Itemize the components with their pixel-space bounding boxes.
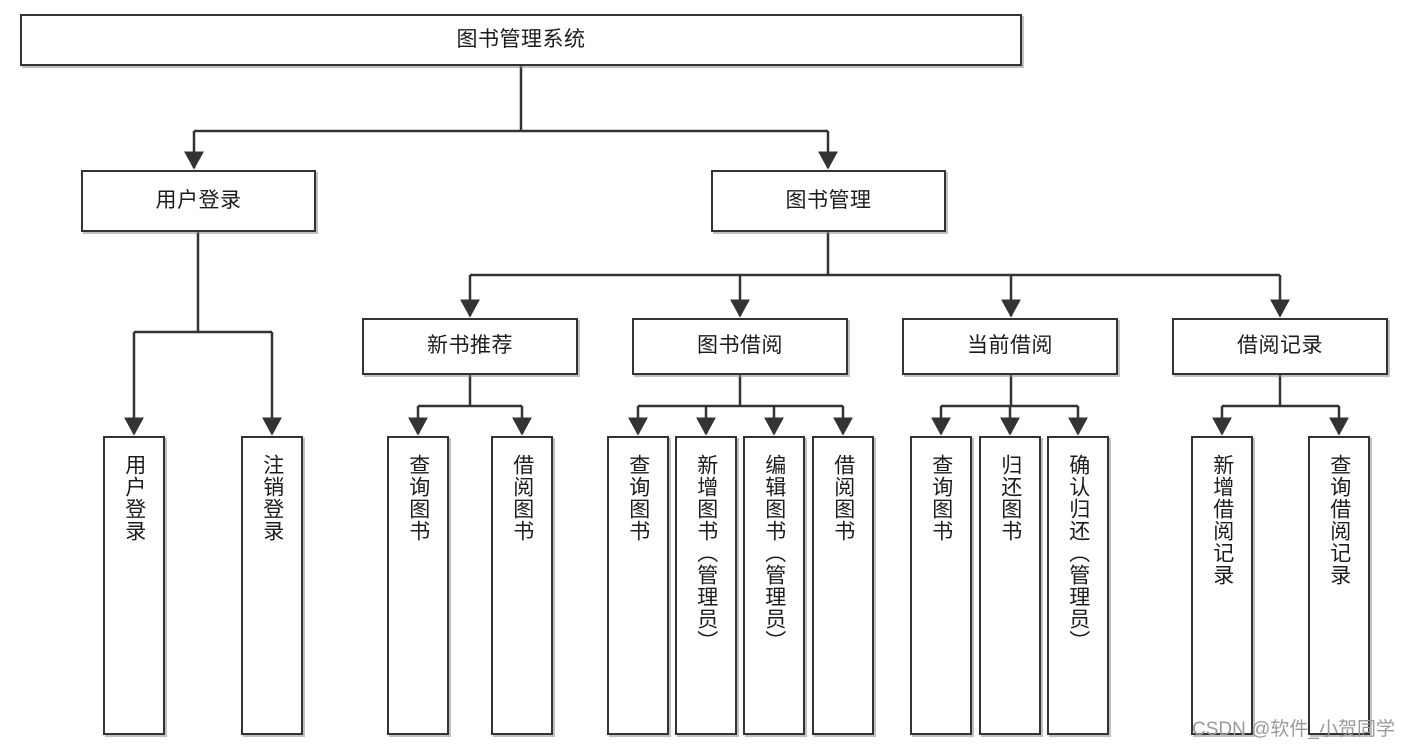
- node-label: 借阅记录: [1237, 334, 1323, 358]
- node-leaf-user-login[interactable]: 用户登录: [103, 436, 165, 735]
- node-label: 归还图书: [998, 454, 1022, 542]
- node-label: 新增借阅记录: [1210, 454, 1234, 586]
- node-label: 查询借阅记录: [1327, 454, 1351, 586]
- node-label: 图书借阅: [697, 334, 783, 358]
- node-user-login[interactable]: 用户登录: [81, 170, 316, 232]
- node-leaf-confirm-return-admin[interactable]: 确认归还（管理员）: [1047, 436, 1109, 735]
- node-leaf-query-book-recommend[interactable]: 查询图书: [387, 436, 449, 735]
- node-leaf-add-borrow-record[interactable]: 新增借阅记录: [1191, 436, 1253, 735]
- node-label: 查询图书: [626, 454, 650, 542]
- node-leaf-query-book[interactable]: 查询图书: [607, 436, 669, 735]
- node-label: 确认归还（管理员）: [1066, 454, 1090, 652]
- node-label: 借阅图书: [831, 454, 855, 542]
- node-label: 新书推荐: [427, 334, 513, 358]
- node-leaf-edit-book-admin[interactable]: 编辑图书（管理员）: [743, 436, 805, 735]
- node-root-book-management-system[interactable]: 图书管理系统: [20, 14, 1022, 66]
- node-leaf-query-book-current[interactable]: 查询图书: [910, 436, 972, 735]
- node-leaf-borrow-book[interactable]: 借阅图书: [812, 436, 874, 735]
- node-leaf-return-book[interactable]: 归还图书: [979, 436, 1041, 735]
- node-leaf-query-borrow-record[interactable]: 查询借阅记录: [1308, 436, 1370, 735]
- node-label: 借阅图书: [510, 454, 534, 542]
- node-label: 查询图书: [406, 454, 430, 542]
- node-borrow-record[interactable]: 借阅记录: [1172, 318, 1388, 375]
- node-label: 图书管理系统: [456, 27, 586, 51]
- node-book-borrow[interactable]: 图书借阅: [632, 318, 848, 375]
- watermark: CSDN @软件_小贺同学: [1192, 719, 1395, 740]
- node-label: 图书管理: [785, 188, 872, 212]
- node-leaf-logout[interactable]: 注销登录: [241, 436, 303, 735]
- node-current-borrow[interactable]: 当前借阅: [902, 318, 1118, 375]
- node-label: 当前借阅: [967, 334, 1053, 358]
- node-label: 查询图书: [929, 454, 953, 542]
- node-label: 编辑图书（管理员）: [762, 454, 786, 652]
- node-book-management[interactable]: 图书管理: [711, 170, 946, 232]
- node-leaf-borrow-book-recommend[interactable]: 借阅图书: [491, 436, 553, 735]
- node-new-book-recommend[interactable]: 新书推荐: [362, 318, 578, 375]
- node-label: 用户登录: [155, 188, 242, 212]
- node-label: 注销登录: [260, 454, 284, 542]
- node-leaf-add-book-admin[interactable]: 新增图书（管理员）: [675, 436, 737, 735]
- node-label: 新增图书（管理员）: [694, 454, 718, 652]
- node-label: 用户登录: [122, 454, 146, 542]
